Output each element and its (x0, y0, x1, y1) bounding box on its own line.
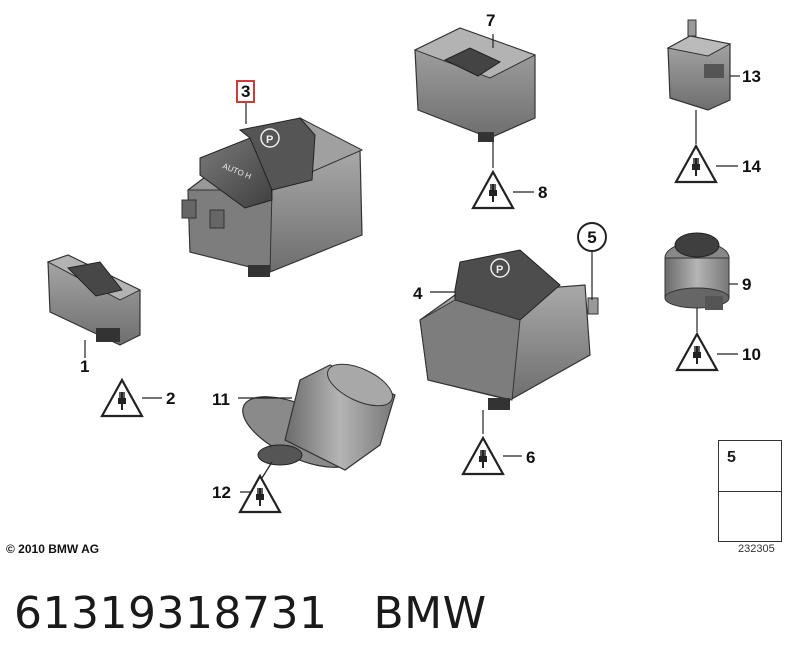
callout-8: 8 (538, 183, 548, 202)
part-number: 61319318731 (14, 588, 328, 639)
esd-warning-icon (461, 436, 505, 476)
p-symbol-text: P (266, 134, 273, 146)
p-symbol-icon (490, 258, 510, 278)
callout-11: 11 (212, 390, 230, 409)
callout-12: 12 (212, 483, 231, 502)
part-9-round-button (664, 232, 730, 310)
p-symbol-text: P (496, 264, 503, 276)
part-3-parking-brake-switch: P AUTO H (181, 117, 364, 277)
part-13-connector (666, 19, 732, 111)
callout-3: 3 (236, 80, 256, 103)
p-symbol-icon (260, 128, 280, 148)
callout-6: 6 (526, 448, 536, 467)
part-1-small-switch (46, 254, 142, 346)
part-7-switch-block (413, 27, 537, 142)
callout-10: 10 (742, 345, 761, 364)
callout-5: 5 (577, 222, 607, 252)
brand-name: BMW (373, 588, 487, 639)
part-11-housing (242, 363, 396, 471)
callout-1: 1 (80, 357, 90, 376)
legend-part-number: 5 (727, 449, 736, 466)
esd-warning-icon (674, 144, 718, 184)
part-footer: 61319318731 BMW (14, 588, 487, 639)
esd-warning-icon (238, 474, 282, 514)
callout-4: 4 (413, 284, 423, 303)
callout-9: 9 (742, 275, 752, 294)
esd-warning-icon (675, 332, 719, 372)
fastener-legend: 5 (718, 440, 782, 542)
callout-7: 7 (486, 11, 496, 30)
legend-divider (719, 491, 781, 492)
callout-2: 2 (166, 389, 176, 408)
callout-14: 14 (742, 157, 761, 176)
part-4-parking-brake-switch: P (419, 249, 599, 410)
callout-13: 13 (742, 67, 761, 86)
esd-warning-icon (100, 378, 144, 418)
esd-warning-icon (471, 170, 515, 210)
diagram-id: 232305 (738, 543, 775, 555)
copyright-notice: © 2010 BMW AG (6, 542, 100, 556)
